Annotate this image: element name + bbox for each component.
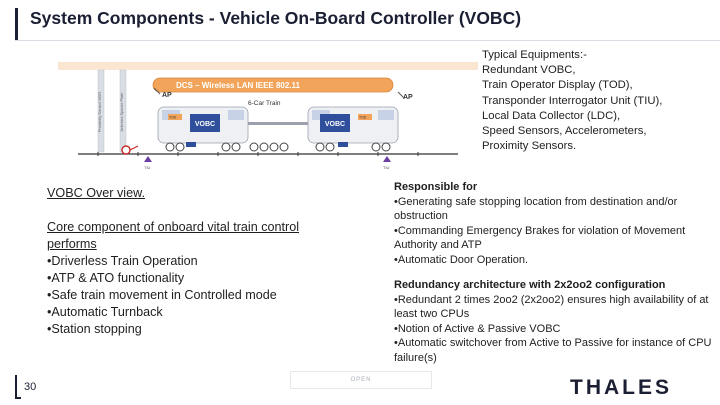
thales-logo: THALES xyxy=(570,376,672,397)
vobc-overview-section: VOBC Over view. Core component of onboar… xyxy=(47,185,377,338)
equipment-item: Transponder Interrogator Unit (TIU), xyxy=(482,94,663,107)
vobc-right-box xyxy=(320,114,350,132)
transponder-right-icon xyxy=(383,156,391,162)
overview-bullet: •Automatic Turnback xyxy=(47,305,163,319)
train-label: 6-Car Train xyxy=(248,100,281,107)
redundancy-bullet: •Notion of Active & Passive VOBC xyxy=(394,322,561,335)
overview-bullet: •Driverless Train Operation xyxy=(47,254,198,268)
page-number: 30 xyxy=(24,381,37,393)
responsibilities-section: Responsible for •Generating safe stoppin… xyxy=(394,180,714,365)
responsibility-bullet: •Automatic Door Operation. xyxy=(394,253,529,266)
equipment-item: Proximity Sensors. xyxy=(482,140,577,153)
typical-equipments-panel: Typical Equipments:- Redundant VOBC, Tra… xyxy=(482,48,712,154)
equipment-item: Speed Sensors, Accelerometers, xyxy=(482,125,647,138)
title-accent-bar xyxy=(15,8,18,40)
signal-marker xyxy=(121,145,131,155)
overview-subheading-line2: performs xyxy=(47,237,97,251)
ap-right-label: AP xyxy=(403,94,413,101)
equipment-item: Train Operator Display (TOD), xyxy=(482,79,633,92)
pole-left xyxy=(97,69,105,153)
redundancy-bullet: •Redundant 2 times 2oo2 (2x2oo2) ensures… xyxy=(394,293,709,321)
vobc-system-diagram: Proximity Sensor MSR Antenna Spacer Plat… xyxy=(58,62,478,170)
wheel-set xyxy=(165,142,391,152)
rail-strip xyxy=(58,62,478,70)
dcs-label: DCS – Wireless LAN IEEE 802.11 xyxy=(176,81,301,90)
dcs-wlan-bar xyxy=(152,77,394,93)
responsibility-bullet: •Commanding Emergency Brakes for violati… xyxy=(394,224,686,252)
responsibilities-heading: Responsible for xyxy=(394,181,478,193)
pole-right-label: Antenna Spacer Plate xyxy=(119,92,124,132)
overview-bullet: •Station stopping xyxy=(47,322,142,336)
pole-left-label: Proximity Sensor MSR xyxy=(97,92,102,132)
tiu-right-label: TIU xyxy=(383,165,390,170)
overview-subheading-line1: Core component of onboard vital train co… xyxy=(47,220,300,234)
tod-left-label: TOD xyxy=(169,116,177,120)
vobc-right-label: VOBC xyxy=(325,121,345,128)
title-divider xyxy=(15,40,720,41)
redundancy-heading: Redundancy architecture with 2x2oo2 conf… xyxy=(394,279,666,291)
equipments-heading: Typical Equipments:- xyxy=(482,49,587,61)
tod-right-label: TOD xyxy=(359,116,367,120)
equipment-item: Redundant VOBC, xyxy=(482,64,576,77)
ap-left-label: AP xyxy=(162,92,172,99)
vobc-left-box xyxy=(190,114,220,132)
slide-title: System Components - Vehicle On-Board Con… xyxy=(30,8,522,28)
transponder-left-icon xyxy=(144,156,152,162)
tiu-left-label: TIU xyxy=(144,165,151,170)
overview-heading: VOBC Over view. xyxy=(47,186,145,200)
redundancy-bullet: •Automatic switchover from Active to Pas… xyxy=(394,337,712,364)
equipment-item: Local Data Collector (LDC), xyxy=(482,109,621,122)
logo-text: THALES xyxy=(570,376,672,397)
responsibility-bullet: •Generating safe stopping location from … xyxy=(394,195,678,223)
vobc-left-label: VOBC xyxy=(195,121,215,128)
overview-bullet: •ATP & ATO functionality xyxy=(47,271,185,285)
overview-bullet: •Safe train movement in Controlled mode xyxy=(47,288,277,302)
classification-label: OPEN xyxy=(290,371,432,389)
page-number-bracket xyxy=(15,375,21,399)
